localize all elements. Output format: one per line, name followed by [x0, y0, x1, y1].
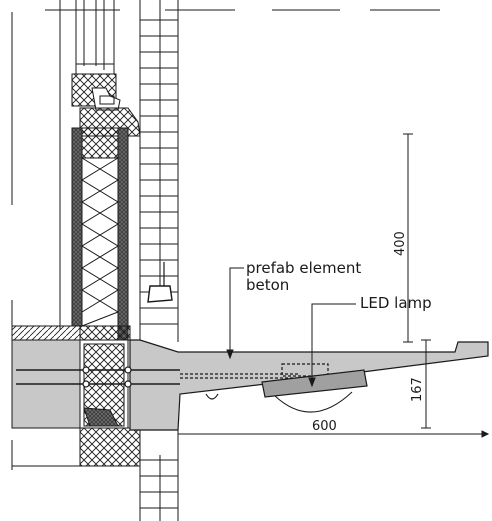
beton-label: beton — [246, 276, 289, 294]
brick-facade — [139, 0, 179, 521]
top-guide-lines — [11, 9, 440, 505]
prefab-element-label: prefab element — [246, 259, 361, 277]
dimension-167-label: 167 — [410, 377, 425, 402]
prefab-concrete-element — [16, 339, 489, 431]
led-lamp-label: LED lamp — [360, 294, 432, 312]
dimension-600-label: 600 — [312, 419, 337, 434]
dimension-lines — [177, 133, 490, 439]
led-lamp — [261, 363, 368, 413]
insulated-wall — [71, 127, 129, 341]
floor-structure — [11, 325, 141, 467]
dimension-400-label: 400 — [393, 231, 408, 256]
leader-lines — [226, 267, 356, 388]
